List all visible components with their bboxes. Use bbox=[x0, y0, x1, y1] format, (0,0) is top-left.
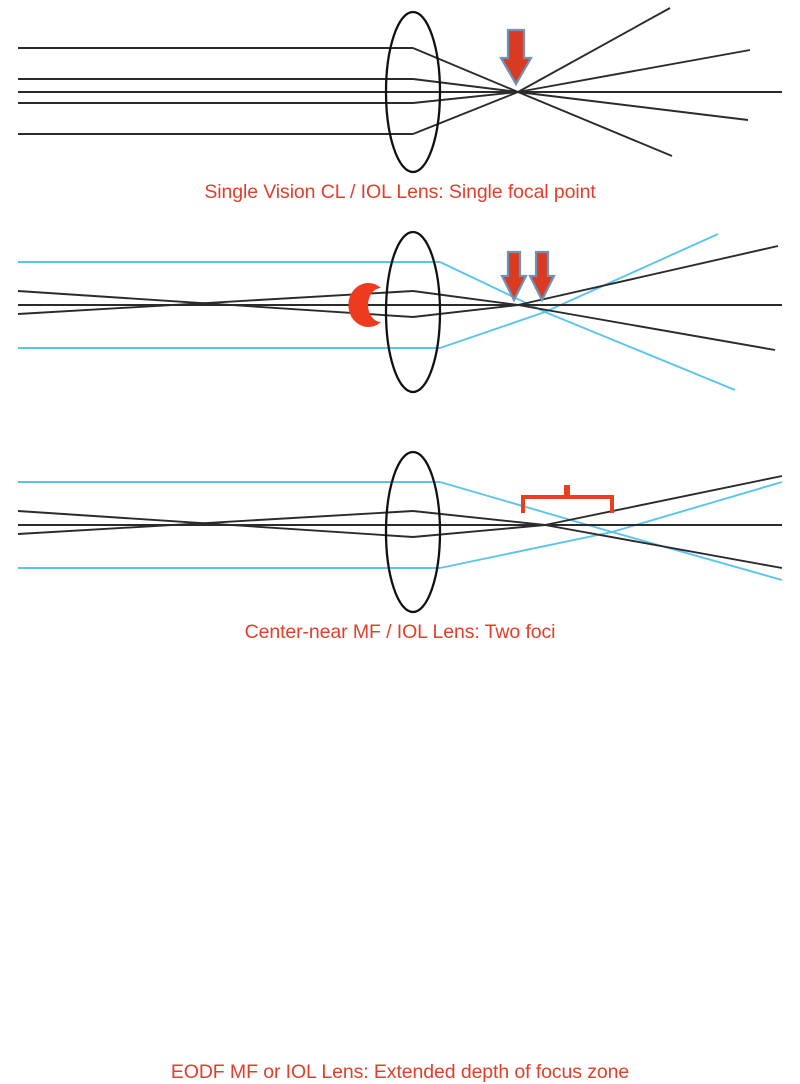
lens-ellipse bbox=[384, 450, 442, 614]
refracted-ray bbox=[412, 47, 519, 93]
distance-ray-refracted bbox=[412, 524, 546, 538]
distance-ray bbox=[17, 510, 414, 535]
panel-center-near-mf: Center-near MF / IOL Lens: Two foci bbox=[0, 220, 800, 643]
two-foci-arrows-group bbox=[500, 250, 556, 303]
distance-ray bbox=[17, 510, 414, 538]
diverging-rays-group bbox=[517, 7, 782, 157]
diverging-ray bbox=[517, 91, 673, 157]
near-ray-diverging bbox=[544, 233, 719, 313]
blue-refracted-rays-group bbox=[439, 233, 736, 391]
near-ray-refracted bbox=[439, 481, 613, 533]
refracted-ray bbox=[412, 91, 519, 135]
refracted-rays-group bbox=[412, 47, 519, 135]
distance-ray-refracted bbox=[412, 510, 546, 526]
blue-incoming-rays-group bbox=[18, 481, 440, 569]
arrow-down-icon bbox=[500, 250, 528, 303]
panel-single-vision: Single Vision CL / IOL Lens: Single foca… bbox=[0, 0, 800, 220]
single-vision-diagram bbox=[18, 7, 782, 174]
brace-icon bbox=[521, 485, 614, 513]
diverging-ray bbox=[517, 91, 749, 121]
lens-ellipse bbox=[384, 230, 442, 394]
extended-depth-of-focus-brace bbox=[521, 485, 614, 513]
near-ray-diverging bbox=[611, 531, 783, 581]
eodf-diagram bbox=[17, 450, 783, 614]
refracted-ray bbox=[412, 78, 519, 93]
incoming-rays-group bbox=[18, 47, 413, 135]
panel-caption-single-vision: Single Vision CL / IOL Lens: Single foca… bbox=[204, 181, 596, 203]
near-ray-refracted bbox=[439, 311, 546, 349]
panel-eodf: EODF MF or IOL Lens: Extended depth of f… bbox=[0, 440, 800, 1083]
refracted-ray bbox=[412, 91, 519, 104]
arrow-down-icon bbox=[499, 28, 533, 87]
diverging-ray bbox=[517, 7, 671, 93]
distance-ray-diverging bbox=[517, 304, 776, 351]
panel-caption-eodf: EODF MF or IOL Lens: Extended depth of f… bbox=[170, 1061, 630, 1083]
black-refracted-rays-group bbox=[412, 245, 782, 351]
near-add-crescent-icon bbox=[348, 283, 381, 327]
distance-ray-refracted bbox=[412, 304, 519, 318]
distance-ray bbox=[17, 290, 414, 318]
distance-ray-diverging bbox=[544, 524, 783, 569]
panel-caption-center-near-mf: Center-near MF / IOL Lens: Two foci bbox=[244, 621, 556, 643]
distance-ray-diverging bbox=[544, 475, 783, 526]
near-ray-diverging bbox=[611, 481, 783, 533]
blue-incoming-rays-group bbox=[18, 261, 440, 349]
blue-refracted-rays-group bbox=[439, 481, 783, 581]
diverging-ray bbox=[517, 49, 751, 93]
arrow-down-icon bbox=[528, 250, 556, 303]
near-ray-diverging bbox=[544, 311, 736, 391]
lens-ellipse bbox=[384, 10, 442, 174]
black-incoming-rays-group bbox=[17, 290, 414, 318]
focal-point-arrow bbox=[499, 28, 533, 87]
center-near-mf-diagram bbox=[17, 230, 782, 394]
distance-ray bbox=[17, 290, 414, 315]
black-incoming-rays-group bbox=[17, 510, 414, 538]
distance-ray-refracted bbox=[412, 290, 519, 306]
black-refracted-rays-group bbox=[412, 475, 783, 569]
near-ray-refracted bbox=[439, 531, 613, 569]
distance-ray-diverging bbox=[517, 245, 779, 306]
